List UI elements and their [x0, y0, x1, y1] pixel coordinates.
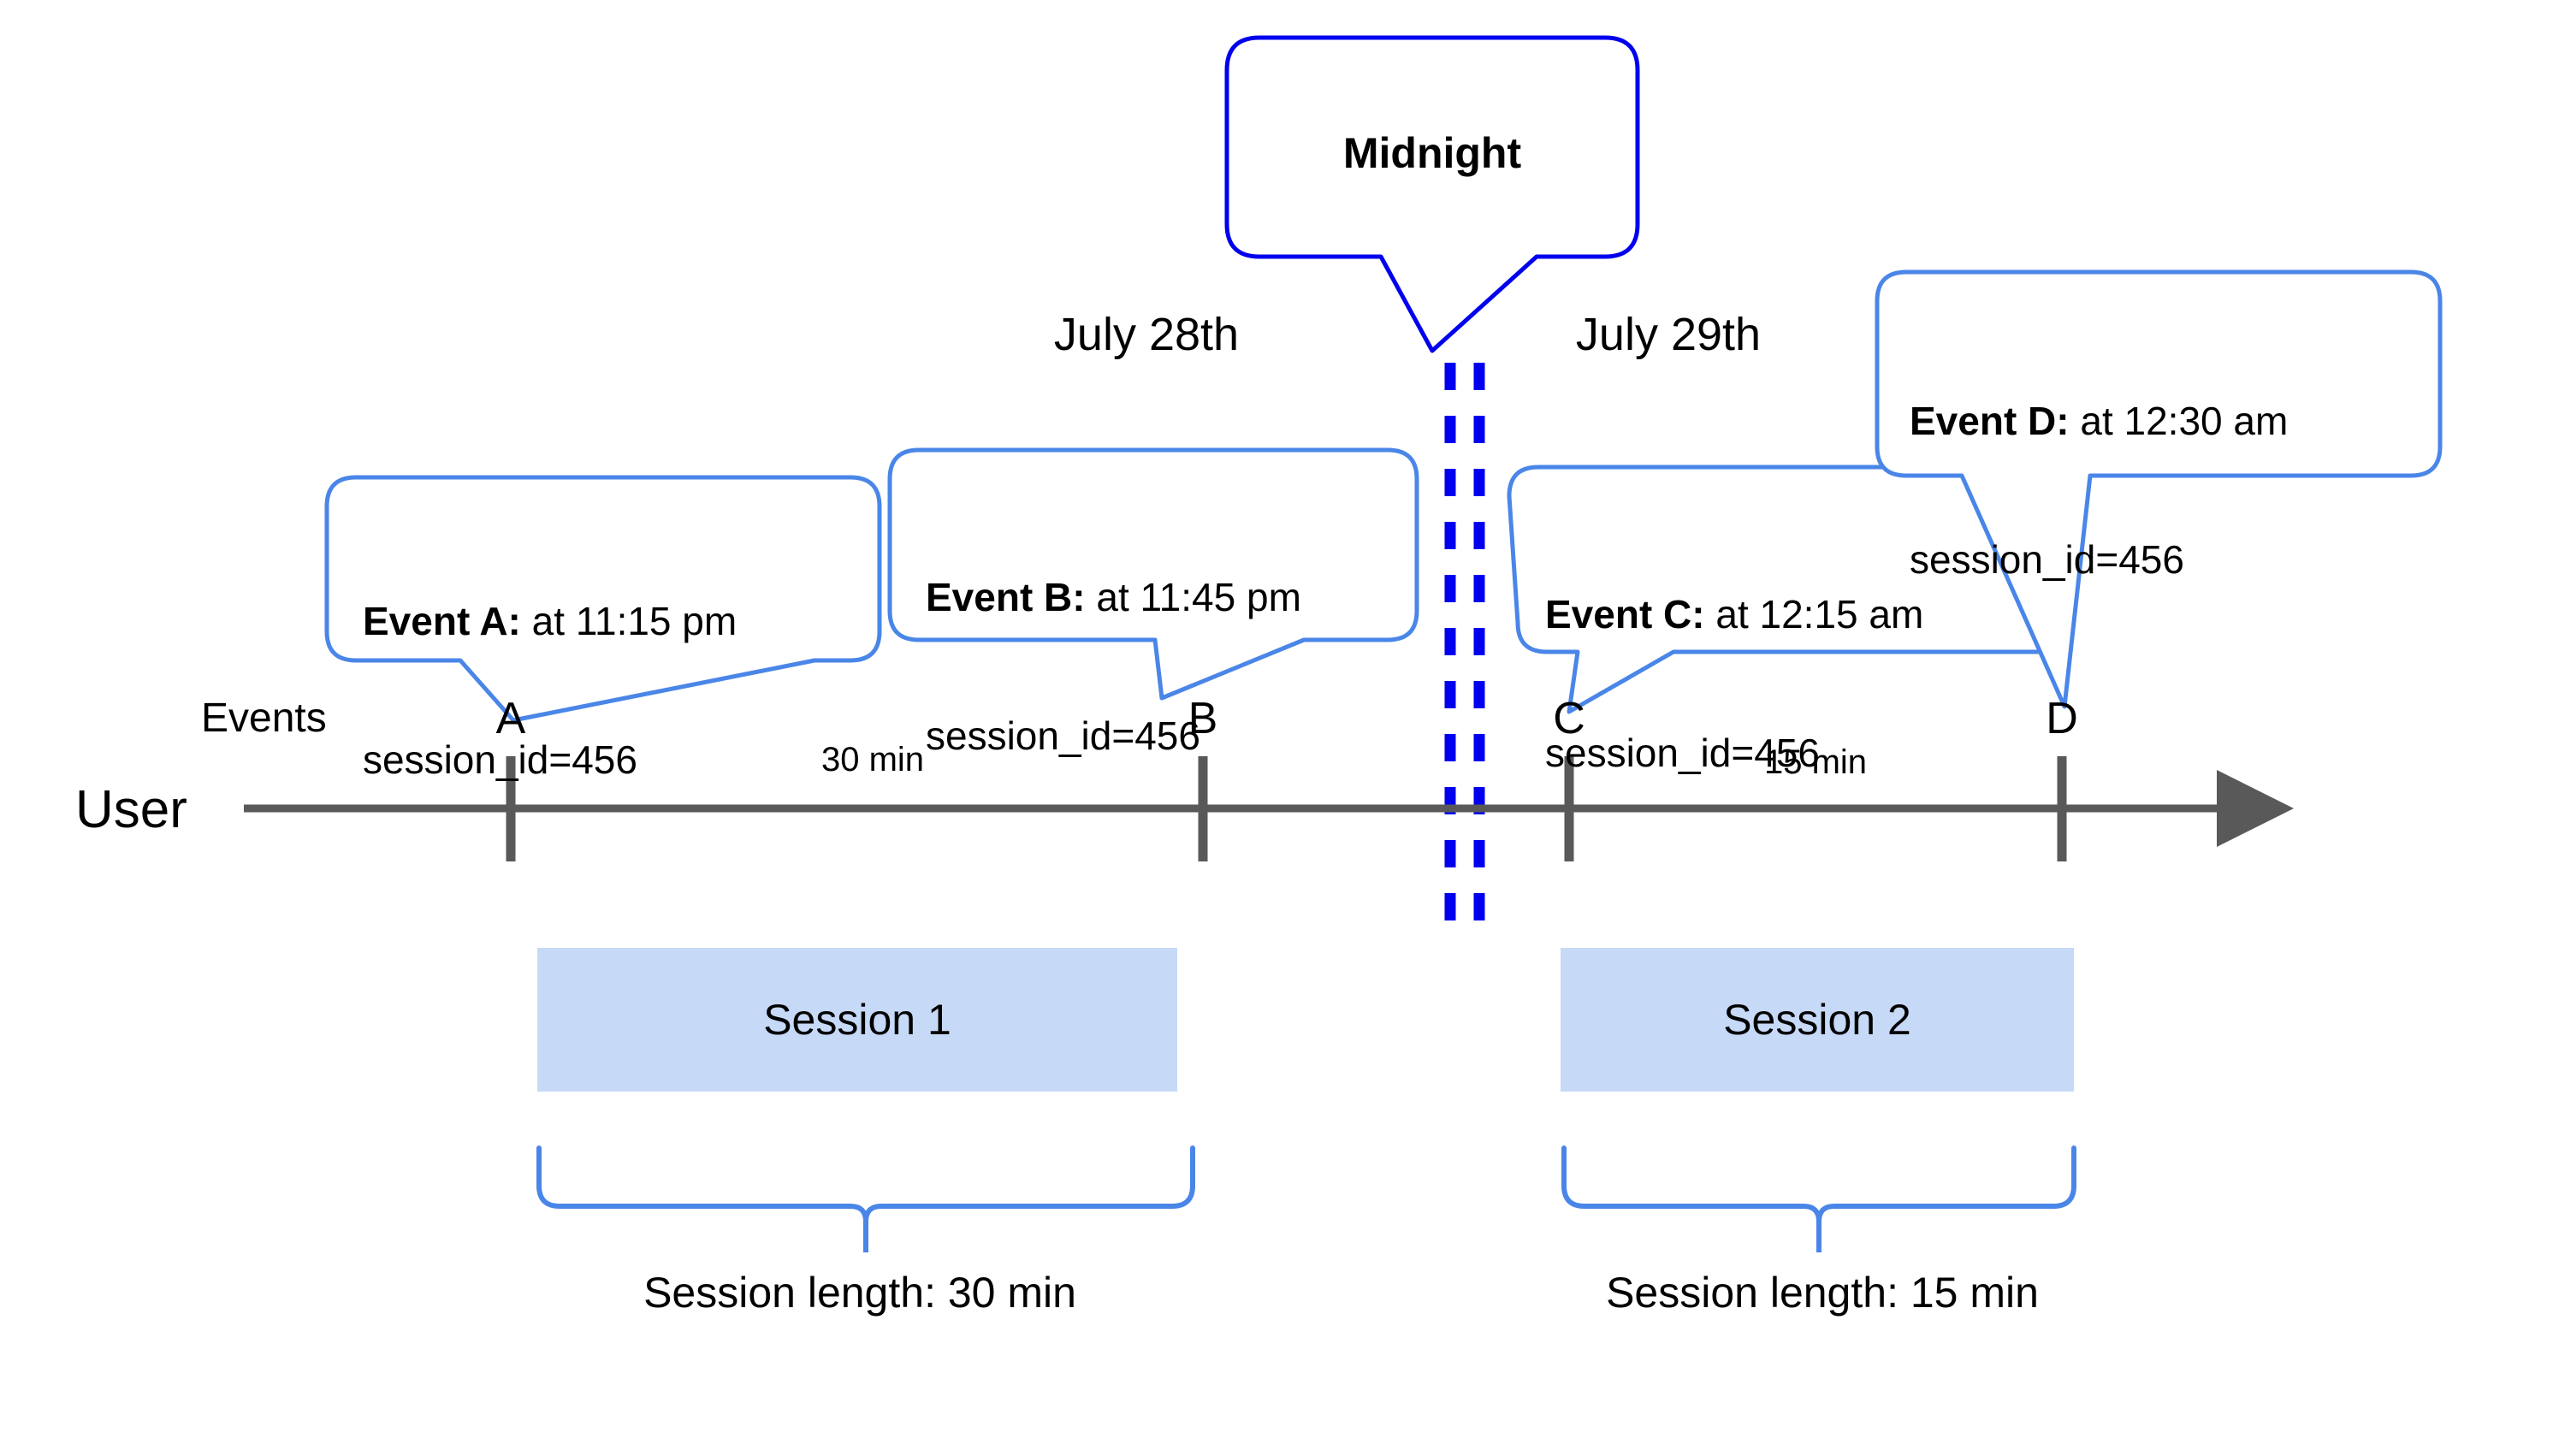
timeline-axis: [244, 756, 2294, 861]
event-d-session-id: session_id=456: [1910, 537, 2184, 583]
event-d-callout-shape: [1875, 269, 2443, 709]
midnight-callout-shape: [1224, 35, 1640, 353]
session-1-box: Session 1: [537, 948, 1177, 1092]
event-d-callout-text: Event D: at 12:30 am session_id=456: [1910, 305, 2423, 676]
tick-letter-c: C: [1553, 694, 1585, 743]
event-a-callout-text: Event A: at 11:15 pm session_id=456: [363, 505, 859, 876]
session-2-box: Session 2: [1561, 948, 2074, 1092]
session-1-length-label: Session length: 30 min: [643, 1269, 1076, 1317]
event-a-detail: at 11:15 pm: [520, 598, 737, 643]
event-d-lead: Event D:: [1910, 398, 2070, 443]
event-b-session-id: session_id=456: [926, 713, 1200, 759]
session-2-brace: [1561, 1145, 2076, 1252]
event-b-callout-text: Event B: at 11:45 pm session_id=456: [926, 481, 1422, 852]
event-b-callout-shape: [887, 447, 1419, 701]
event-a-session-id: session_id=456: [363, 737, 637, 783]
event-c-detail: at 12:15 am: [1704, 591, 1924, 636]
user-row-label: User: [75, 780, 187, 839]
event-d-detail: at 12:30 am: [2069, 398, 2289, 443]
gap-label-30-min: 30 min: [820, 741, 925, 778]
date-label-july-29: July 29th: [1575, 309, 1762, 360]
session-1-label: Session 1: [763, 996, 951, 1044]
event-b-detail: at 11:45 pm: [1085, 574, 1301, 619]
event-c-callout-text: Event C: at 12:15 am session_id=456: [1545, 498, 2058, 869]
events-row-label: Events: [201, 695, 327, 741]
tick-letter-b: B: [1188, 694, 1218, 743]
event-c-session-id: session_id=456: [1545, 731, 1820, 776]
event-b-lead: Event B:: [926, 574, 1086, 619]
gap-label-15-min: 15 min: [1763, 743, 1868, 781]
session-2-length-label: Session length: 15 min: [1606, 1269, 2039, 1317]
date-label-july-28: July 28th: [1053, 309, 1240, 360]
session-1-brace: [536, 1145, 1195, 1252]
event-a-lead: Event A:: [363, 598, 521, 643]
midnight-divider-lines: [1444, 363, 1485, 939]
event-a-callout-shape: [324, 475, 882, 723]
session-2-label: Session 2: [1723, 996, 1911, 1044]
tick-letter-a: A: [495, 694, 526, 743]
midnight-label: Midnight: [1342, 129, 1522, 177]
event-c-lead: Event C:: [1545, 591, 1705, 636]
tick-letter-d: D: [2046, 694, 2078, 743]
